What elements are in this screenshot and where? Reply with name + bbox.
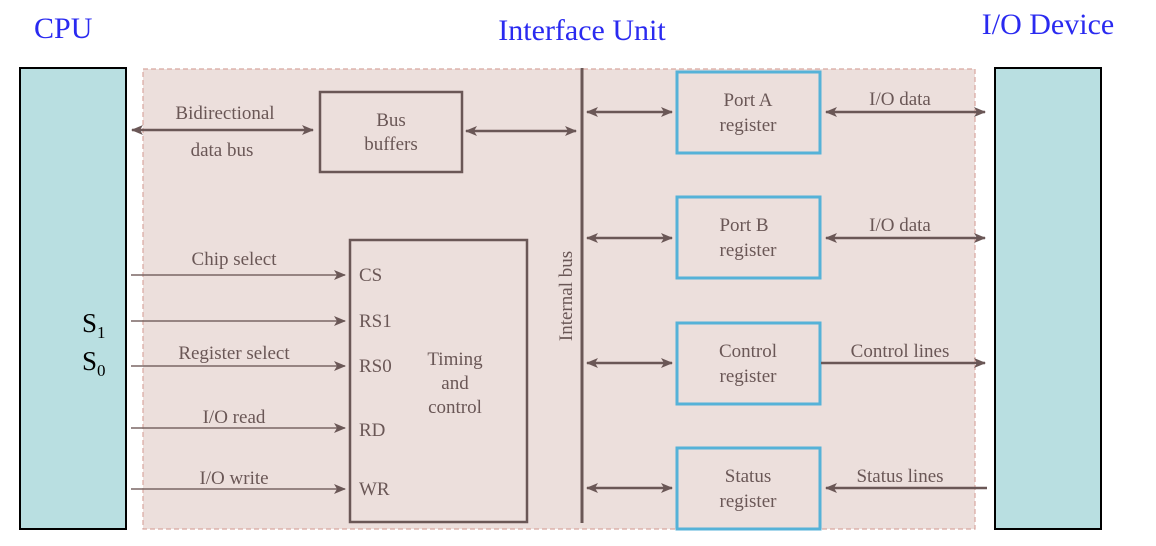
port-b-io-label: I/O data (869, 215, 931, 236)
io-device-block (994, 67, 1102, 530)
pin-rs1: RS1 (359, 311, 392, 332)
port-a-register: Port A register I/O data (586, 70, 986, 155)
pin-wr: WR (359, 479, 390, 500)
bidirectional-label: Bidirectional (175, 103, 274, 124)
status-register: Status register Status lines (586, 446, 987, 531)
bus-buffers-label-2: buffers (364, 134, 417, 155)
port-b-label-1: Port B (719, 215, 768, 236)
interface-unit-region (142, 68, 976, 530)
pin-rs0: RS0 (359, 356, 392, 377)
timing-label-2: and (441, 373, 469, 394)
io-write-input: I/O write WR (131, 468, 390, 500)
rs1-input: RS1 (131, 311, 392, 332)
port-a-label-2: register (720, 115, 778, 136)
status-lines-label: Status lines (856, 466, 943, 487)
io-read-label: I/O read (203, 407, 266, 428)
pin-rd: RD (359, 420, 385, 441)
port-b-label-2: register (720, 240, 778, 261)
bus-buffers-label-1: Bus (376, 110, 406, 131)
control-register-box (675, 321, 822, 406)
port-a-io-label: I/O data (869, 89, 931, 110)
interface-unit-title: Interface Unit (498, 14, 666, 47)
port-a-label-1: Port A (723, 90, 772, 111)
bus-buffers-box (318, 90, 464, 174)
port-b-box (675, 195, 822, 280)
io-read-input: I/O read RD (131, 407, 385, 441)
register-select-input: Register select RS0 (131, 343, 392, 377)
data-bus-label: data bus (191, 140, 254, 161)
status-label-1: Status (725, 466, 771, 487)
port-a-box (675, 70, 822, 155)
io-write-label: I/O write (199, 468, 268, 489)
cpu-block (19, 67, 127, 530)
timing-label-1: Timing (427, 349, 483, 370)
status-register-box (675, 446, 822, 531)
s0-label: S0 (82, 346, 106, 380)
control-label-2: register (720, 366, 778, 387)
timing-control-box (348, 238, 529, 524)
cpu-title: CPU (34, 12, 93, 45)
control-lines-label: Control lines (851, 341, 950, 362)
register-select-label: Register select (178, 343, 290, 364)
internal-bus-label: Internal bus (556, 251, 577, 341)
chip-select-label: Chip select (192, 249, 278, 270)
control-label-1: Control (719, 341, 777, 362)
timing-label-3: control (428, 397, 482, 418)
control-register: Control register Control lines (586, 321, 986, 406)
port-b-register: Port B register I/O data (586, 195, 986, 280)
chip-select-input: Chip select CS (131, 249, 382, 286)
io-device-title: I/O Device (982, 8, 1114, 41)
pin-cs: CS (359, 265, 382, 286)
s1-label: S1 (82, 308, 106, 342)
status-label-2: register (720, 491, 778, 512)
